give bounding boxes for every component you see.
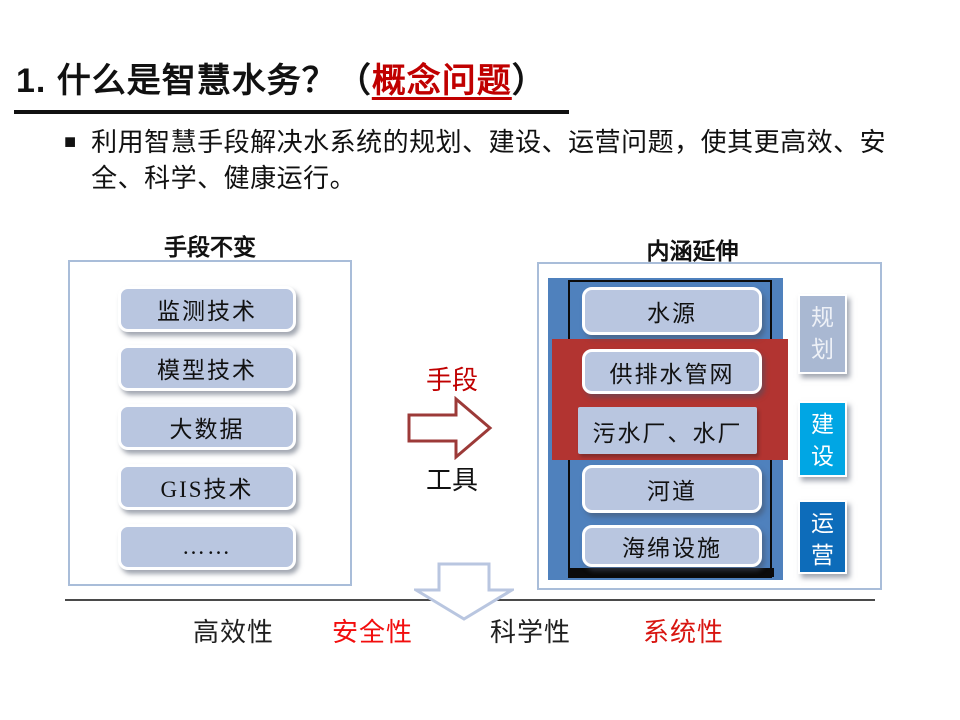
quality-label-science: 科学性 [490, 618, 572, 647]
scope-chip-sponge: 海绵设施 [582, 525, 762, 567]
page-title: 1. 什么是智慧水务？（概念问题） [14, 53, 569, 114]
scope-chip-plants: 污水厂、水厂 [578, 407, 757, 454]
right-group-title: 内涵延伸 [646, 238, 739, 264]
quality-label-efficiency: 高效性 [193, 618, 275, 647]
inner-frame-base [568, 568, 774, 577]
bullet-text: 利用智慧手段解决水系统的规划、建设、运营问题，使其更高效、安全、科学、健康运行。 [91, 127, 887, 193]
right-block-arrow-icon [407, 395, 493, 465]
left-group-title: 手段不变 [164, 234, 256, 260]
means-box: 监测技术 模型技术 大数据 GIS技术 …… [68, 260, 352, 586]
tech-chip-gis: GIS技术 [118, 464, 296, 510]
title-prefix: 1. 什么是智慧水务？（ [16, 61, 372, 100]
title-highlight: 概念问题 [371, 61, 512, 100]
tech-chip-ellipsis: …… [118, 524, 296, 570]
scope-chip-source: 水源 [582, 287, 762, 335]
tech-chip-modeling: 模型技术 [118, 345, 296, 391]
tech-chip-bigdata: 大数据 [118, 404, 296, 450]
phase-tag-operation: 运营 [798, 500, 847, 574]
down-block-arrow-icon [410, 562, 518, 627]
bullet-item: ■ 利用智慧手段解决水系统的规划、建设、运营问题，使其更高效、安全、科学、健康运… [64, 124, 910, 196]
tech-chip-monitoring: 监测技术 [118, 286, 296, 332]
title-suffix: ） [511, 61, 547, 100]
phase-tag-construction: 建设 [798, 401, 847, 477]
quality-label-safety: 安全性 [332, 618, 414, 647]
scope-chip-river: 河道 [582, 465, 762, 513]
quality-label-system: 系统性 [643, 618, 725, 647]
scope-box: 水源 供排水管网 污水厂、水厂 河道 海绵设施 规划 建设 运营 [537, 262, 882, 590]
tools-label: 工具 [425, 466, 478, 495]
bullet-square-icon: ■ [64, 131, 77, 153]
scope-chip-network: 供排水管网 [582, 349, 762, 394]
phase-tag-planning: 规划 [798, 294, 847, 374]
means-label: 手段 [425, 366, 478, 395]
